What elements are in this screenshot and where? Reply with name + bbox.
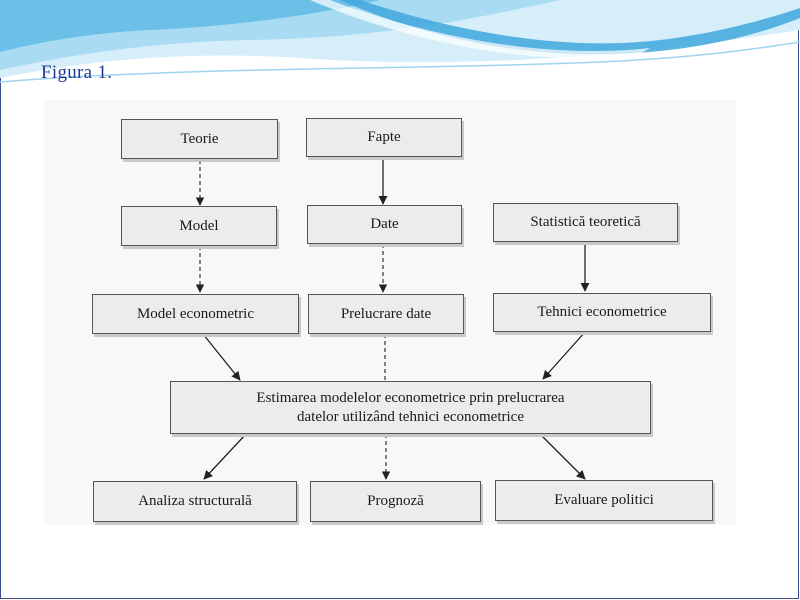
node-analiza-structurala: Analiza structurală xyxy=(93,481,297,522)
node-evaluare-politici: Evaluare politici xyxy=(495,480,713,521)
wave-dark xyxy=(0,0,380,52)
node-date: Date xyxy=(307,205,462,244)
node-tehnici-econometrice: Tehnici econometrice xyxy=(493,293,711,332)
wave-line xyxy=(0,41,800,83)
wave-swoosh xyxy=(340,0,800,55)
slide-title: Figura 1. xyxy=(41,62,113,83)
node-prognoza: Prognoză xyxy=(310,481,481,522)
node-teorie: Teorie xyxy=(121,119,278,159)
node-fapte: Fapte xyxy=(306,118,462,157)
node-estimarea: Estimarea modelelor econometrice prin pr… xyxy=(170,381,651,434)
wave-highlight xyxy=(310,0,650,58)
header-wave-decoration xyxy=(0,0,800,83)
node-prelucrare-date: Prelucrare date xyxy=(308,294,464,334)
node-statistica-teoretica: Statistică teoretică xyxy=(493,203,678,242)
node-model-econometric: Model econometric xyxy=(92,294,299,334)
node-model: Model xyxy=(121,206,277,246)
